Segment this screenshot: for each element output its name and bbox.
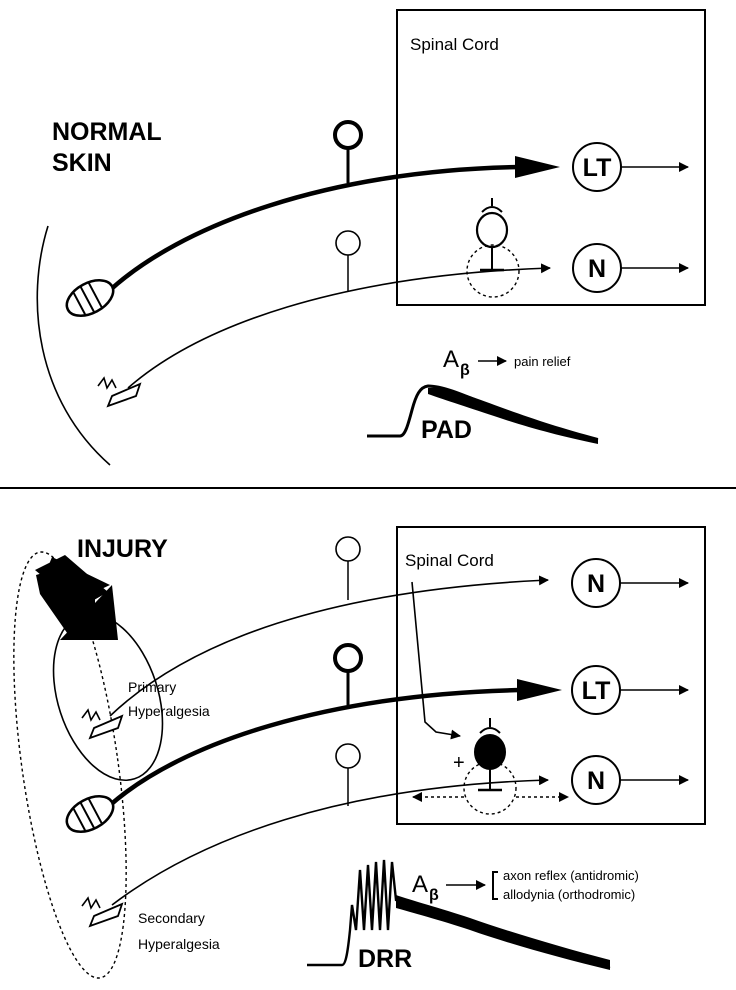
- injury-arrowhead: [60, 585, 118, 640]
- spinal-cord-box-injury: [396, 526, 706, 825]
- bottom-panel: Spinal Cord INJURY: [13, 526, 706, 979]
- injury-label: INJURY: [77, 535, 168, 563]
- a-beta-cell-body: [333, 120, 363, 150]
- spinal-cord-box: [396, 9, 706, 306]
- nociceptor-cell-body-injured: [335, 536, 361, 562]
- a-beta-fiber-injured: [106, 687, 523, 809]
- pad-waveform: [367, 384, 599, 444]
- normal-skin-label-line2: SKIN: [52, 149, 112, 177]
- injury-arrow-body: [35, 555, 108, 608]
- secondary-hyperalgesia-label-line1: Secondary: [138, 910, 205, 926]
- pain-relief-label: pain relief: [514, 354, 571, 369]
- a-beta-symbol: A: [443, 346, 459, 373]
- primary-hyperalgesia-label-line1: Primary: [128, 679, 176, 695]
- excited-interneuron: [474, 718, 506, 792]
- skin-surface-curve: [36, 225, 111, 466]
- nociceptor-cell-body-secondary: [335, 743, 361, 769]
- normal-skin-label-line1: NORMAL: [52, 118, 162, 146]
- free-nerve-ending-primary: [81, 708, 124, 740]
- a-beta-fiber: [106, 164, 521, 294]
- a-beta-subscript-injury: β: [429, 887, 439, 904]
- presynaptic-terminal-zone: [466, 244, 520, 298]
- n-node-top-injury-label: N: [587, 570, 605, 598]
- mechanoreceptor-ending-injured: [65, 795, 115, 833]
- mechanoreceptor-ending: [65, 279, 115, 317]
- free-nerve-ending-secondary: [81, 896, 124, 928]
- secondary-hyperalgesia-label-line2: Hyperalgesia: [138, 936, 220, 952]
- presynaptic-terminal-zone-injury: [463, 761, 517, 815]
- a-beta-cell-body-injured: [333, 643, 363, 673]
- primary-hyperalgesia-label-line2: Hyperalgesia: [128, 703, 210, 719]
- nociceptor-cell-body: [335, 230, 361, 256]
- drr-label: DRR: [358, 945, 412, 973]
- nociceptor-fiber-injured: [109, 575, 549, 717]
- a-beta-arrowhead-injured: [517, 679, 562, 701]
- n-node-bottom-injury-label: N: [587, 767, 605, 795]
- inhibitory-interneuron: [475, 198, 509, 272]
- outcome-bracket: [492, 871, 498, 900]
- spinal-cord-label: Spinal Cord: [410, 35, 499, 54]
- lt-node-label: LT: [583, 154, 612, 182]
- lt-node-injury-label: LT: [582, 677, 611, 705]
- excitation-plus-sign: +: [453, 752, 465, 774]
- nociceptor-fiber: [127, 263, 551, 389]
- a-beta-symbol-injury: A: [412, 871, 428, 898]
- n-node-label: N: [588, 255, 606, 283]
- pad-label: PAD: [421, 416, 472, 444]
- primary-hyperalgesia-zone: [52, 612, 164, 782]
- spinal-cord-label-injury: Spinal Cord: [405, 551, 494, 570]
- collateral-excitatory-path: [411, 581, 461, 740]
- free-nerve-ending: [97, 376, 142, 408]
- nociceptor-fiber-secondary: [111, 775, 549, 906]
- top-panel: Spinal Cord NORMAL SKIN LT N: [36, 9, 706, 466]
- a-beta-arrowhead: [515, 156, 560, 178]
- secondary-hyperalgesia-zone: [13, 551, 127, 979]
- drr-waveform: [307, 859, 611, 970]
- axon-reflex-label: axon reflex (antidromic): [503, 868, 639, 883]
- allodynia-label: allodynia (orthodromic): [503, 887, 635, 902]
- a-beta-subscript: β: [460, 362, 470, 379]
